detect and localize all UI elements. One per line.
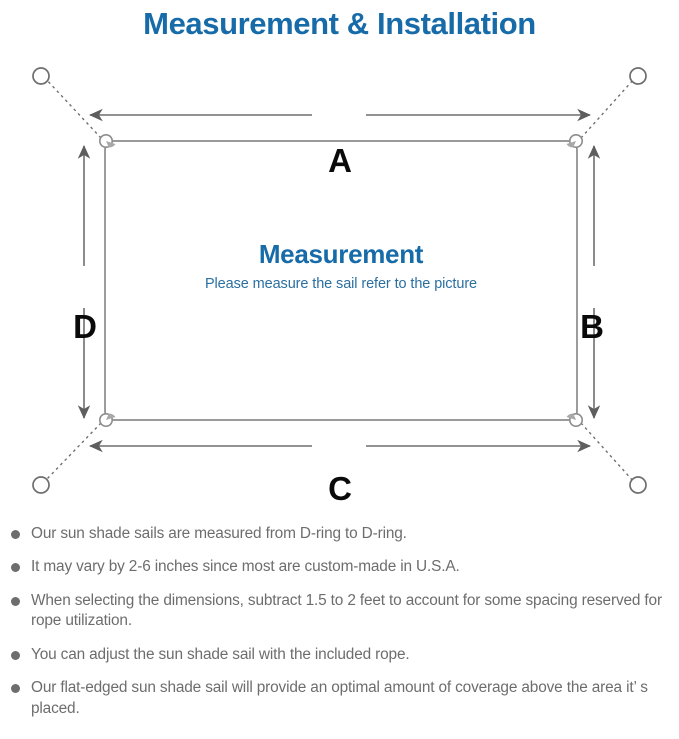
rope-line-bottom-left [45, 422, 102, 481]
measurement-diagram: A B C D Measurement Please measure the s… [0, 50, 679, 520]
bullet-icon [11, 650, 20, 660]
list-item: It may vary by 2-6 inches since most are… [0, 557, 679, 577]
rope-line-bottom-right [580, 422, 635, 483]
list-item-text: Our flat-edged sun shade sail will provi… [31, 679, 648, 717]
page-title: Measurement & Installation [143, 6, 536, 41]
notes-list: Our sun shade sails are measured from D-… [0, 524, 679, 732]
list-item: Our sun shade sails are measured from D-… [0, 524, 679, 544]
d-ring-bottom-left-tab [106, 413, 116, 420]
list-item: You can adjust the sun shade sail with t… [0, 645, 679, 665]
dimension-label-c: C [328, 470, 352, 507]
list-item: When selecting the dimensions, subtract … [0, 591, 679, 632]
list-item-text: When selecting the dimensions, subtract … [31, 591, 662, 630]
bullet-icon [11, 684, 20, 694]
anchor-point-top-right [629, 67, 647, 85]
dimension-label-d: D [73, 308, 97, 345]
list-item-text: You can adjust the sun shade sail with t… [31, 645, 410, 663]
d-ring-top-left-tab [106, 141, 116, 148]
d-ring-bottom-right-tab [566, 413, 576, 420]
rope-line-top-right [580, 78, 635, 139]
list-item: Our flat-edged sun shade sail will provi… [0, 678, 679, 719]
anchor-point-bottom-right [629, 476, 647, 494]
bullet-icon [11, 596, 20, 606]
list-item-text: Our sun shade sails are measured from D-… [31, 525, 407, 542]
bullet-icon [11, 563, 20, 573]
dimension-label-b: B [580, 308, 604, 345]
sail-rectangle [104, 140, 578, 421]
anchor-point-top-left [32, 67, 50, 85]
anchor-point-bottom-left [32, 476, 50, 494]
d-ring-top-right-tab [566, 141, 576, 148]
dimension-label-a: A [328, 142, 352, 179]
list-item-text: It may vary by 2-6 inches since most are… [31, 558, 460, 576]
bullet-icon [11, 530, 20, 539]
measurement-diagram-svg [32, 67, 647, 494]
rope-line-top-left [43, 76, 102, 139]
